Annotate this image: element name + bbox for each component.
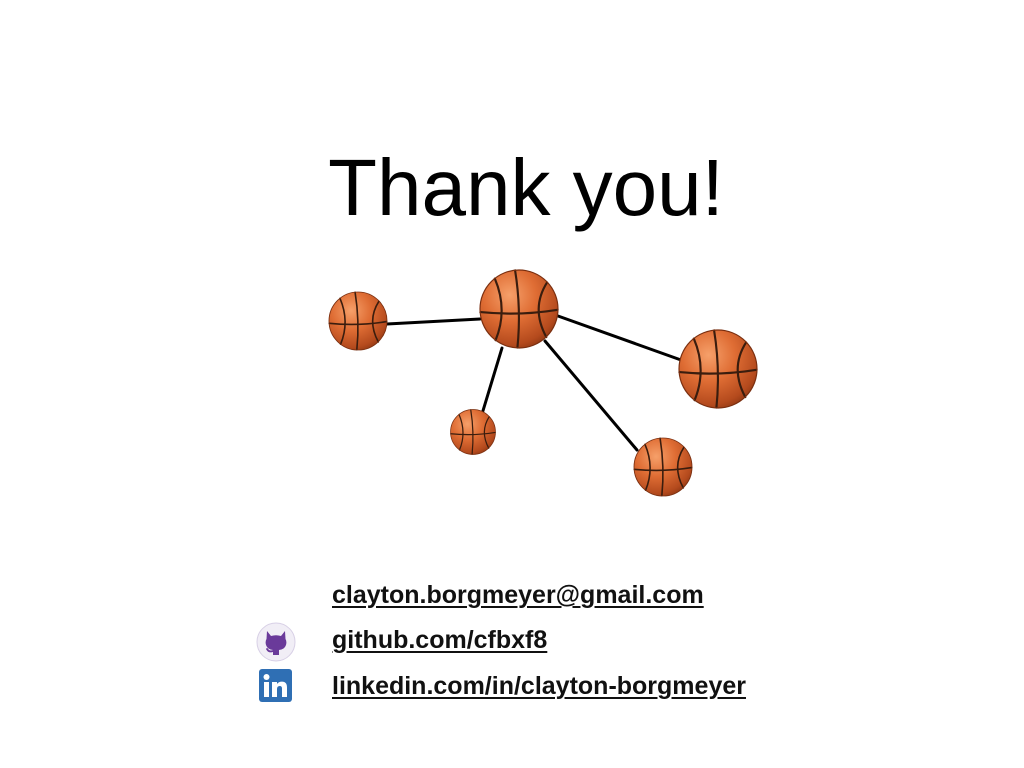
github-icon xyxy=(256,622,296,662)
graph-nodes xyxy=(328,268,759,497)
github-link[interactable]: github.com/cfbxf8 xyxy=(332,626,548,654)
graph-edge xyxy=(556,314,683,362)
linkedin-link[interactable]: linkedin.com/in/clayton-borgmeyer xyxy=(332,672,746,700)
graph-edge xyxy=(543,339,639,452)
basketball-icon xyxy=(677,328,759,410)
linkedin-icon xyxy=(259,669,292,702)
basketball-icon xyxy=(478,268,560,350)
email-link[interactable]: clayton.borgmeyer@gmail.com xyxy=(332,581,704,609)
slide-title: Thank you! xyxy=(328,143,724,232)
basketball-icon xyxy=(328,291,388,351)
graph-edges xyxy=(385,314,683,452)
graph-edge xyxy=(480,346,504,416)
basketball-icon xyxy=(633,437,693,497)
graph-edge xyxy=(385,317,482,326)
basketball-icon xyxy=(449,408,497,456)
